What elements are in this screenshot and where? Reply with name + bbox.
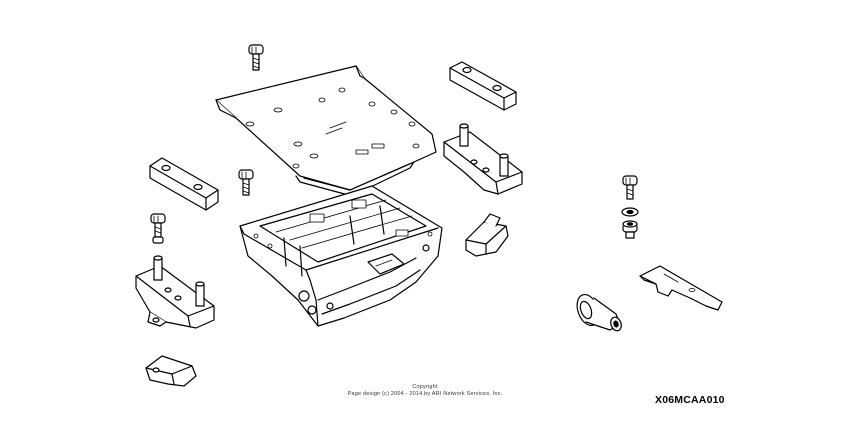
diagram-code: X06MCAA010	[655, 394, 725, 406]
top-cover-plate-icon[interactable]	[215, 65, 437, 197]
bolt-washer-set-icon[interactable]	[621, 175, 639, 239]
left-bolt-icon[interactable]	[150, 213, 166, 244]
bottom-clip-icon[interactable]	[145, 355, 197, 387]
rubber-grommet-icon[interactable]	[573, 292, 623, 333]
top-bolt-icon[interactable]	[248, 44, 264, 71]
left-rubber-block-icon[interactable]	[149, 157, 219, 211]
small-clip-icon[interactable]	[465, 213, 509, 257]
copyright-notice: Copyright Page design (c) 2004 - 2014 by…	[330, 384, 520, 398]
frame-assembly-icon[interactable]	[239, 185, 443, 327]
right-mount-bracket-icon[interactable]	[443, 123, 523, 195]
left-mount-bracket-icon[interactable]	[135, 255, 215, 329]
flat-bracket-strip-icon[interactable]	[639, 265, 723, 311]
copyright-line-2: Page design (c) 2004 - 2014 by ARI Netwo…	[347, 391, 503, 397]
center-bolt-icon[interactable]	[238, 169, 254, 196]
right-rubber-block-icon[interactable]	[449, 61, 517, 111]
copyright-line-1: Copyright	[412, 384, 438, 390]
